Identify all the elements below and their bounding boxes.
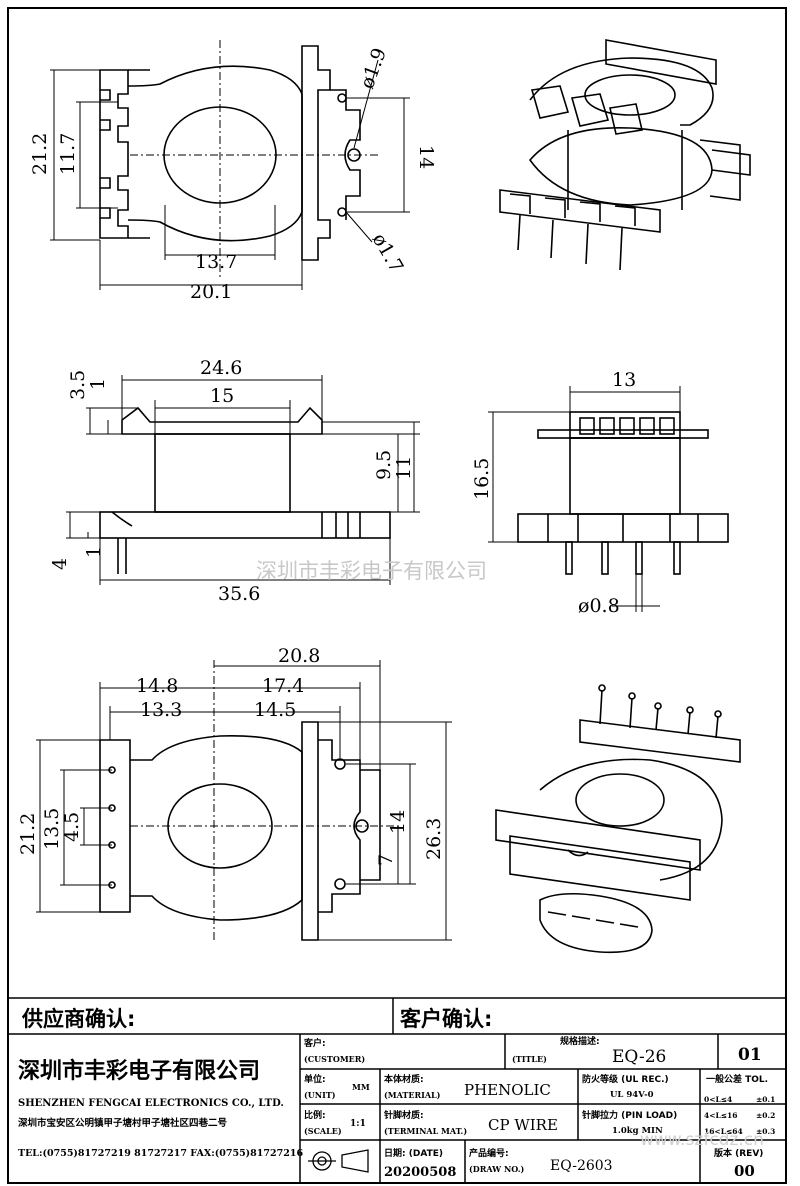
bottom-view	[99, 721, 381, 941]
flame-label: 防火等级 (UL REC.)	[582, 1073, 669, 1085]
supplier-confirm: 供应商确认:	[21, 1007, 135, 1031]
tol-value-2: ±0.2	[756, 1111, 775, 1120]
unit-label-en: (UNIT)	[304, 1090, 336, 1100]
dim-13-7: 13.7	[195, 251, 237, 273]
company-name-en: SHENZHEN FENGCAI ELECTRONICS CO., LTD.	[18, 1098, 284, 1109]
dim-7: 7	[375, 854, 397, 866]
drawing-frame	[7, 7, 787, 1184]
dim-1-top: 1	[87, 378, 109, 390]
customer-confirm: 客户确认:	[400, 1007, 492, 1031]
projection-symbol-icon	[308, 1149, 369, 1173]
dim-9-5: 9.5	[373, 450, 395, 480]
side-view-dims	[66, 375, 420, 585]
dim-24-6: 24.6	[200, 357, 242, 379]
dim-14-bottom: 14	[387, 810, 409, 834]
top-view	[99, 45, 361, 261]
scale-value: 1:1	[350, 1119, 366, 1129]
dim-14: 14	[415, 145, 437, 169]
front-view	[517, 411, 729, 575]
top-view-dims	[50, 40, 410, 290]
dim-3-5: 3.5	[67, 370, 89, 400]
rev-value: 00	[734, 1162, 755, 1180]
dim-26-3: 26.3	[423, 818, 445, 860]
scale-label-en: (SCALE)	[304, 1126, 342, 1136]
date-label: 日期: (DATE)	[384, 1147, 443, 1159]
drawno-label: 产品编号:	[469, 1147, 509, 1159]
dim-11-7: 11.7	[57, 133, 79, 175]
tolerance-label: 一般公差 TOL.	[706, 1073, 768, 1085]
dim-20-1: 20.1	[190, 281, 232, 303]
dim-dia-1-7: ø1.7	[368, 230, 408, 277]
dim-35-6: 35.6	[218, 583, 260, 605]
scale-label: 比例:	[304, 1109, 326, 1121]
unit-label: 单位:	[304, 1073, 326, 1085]
watermark: 深圳市丰彩电子有限公司	[256, 559, 487, 583]
company-name-cn: 深圳市丰彩电子有限公司	[18, 1058, 260, 1084]
dim-21-2-bottom: 21.2	[17, 813, 39, 855]
rev-label: 版本 (REV)	[713, 1147, 763, 1159]
pin-load-label: 针脚拉力 (PIN LOAD)	[582, 1109, 677, 1121]
dim-11: 11	[393, 456, 415, 480]
title-value: EQ-26	[612, 1047, 666, 1067]
customer-label-en: (CUSTOMER)	[304, 1054, 365, 1064]
dim-dia-1-9: ø1.9	[356, 45, 391, 92]
pin-load-value: 1.0kg MIN	[612, 1126, 663, 1136]
side-view	[99, 406, 391, 574]
company-phone-fax: TEL:(0755)81727219 81727217 FAX:(0755)81…	[18, 1148, 303, 1159]
front-view-dims	[488, 386, 681, 612]
dim-16-5: 16.5	[471, 458, 493, 500]
sheet-number: 01	[738, 1045, 762, 1065]
dim-15: 15	[210, 385, 234, 407]
title-label-en: (TITLE)	[512, 1054, 547, 1064]
tol-range-1: 0<L≤4	[704, 1095, 732, 1104]
title-block-grid	[8, 997, 786, 1183]
dim-13: 13	[612, 369, 636, 391]
material-label-en: (MATERIAL)	[384, 1090, 441, 1100]
drawno-value: EQ-2603	[550, 1158, 613, 1174]
iso-view-bottom	[495, 684, 741, 954]
terminal-label: 针脚材质:	[384, 1109, 424, 1121]
drawno-label-en: (DRAW NO.)	[469, 1164, 525, 1174]
dim-1-bottom: 1	[83, 546, 105, 558]
iso-view-top	[499, 39, 751, 271]
tol-range-2: 4<L≤16	[704, 1111, 738, 1120]
date-value: 20200508	[384, 1165, 456, 1180]
material-value: PHENOLIC	[464, 1081, 551, 1099]
tol-value-3: ±0.3	[756, 1127, 775, 1136]
dim-14-5: 14.5	[254, 699, 296, 721]
bottom-view-dims	[36, 660, 452, 941]
terminal-value: CP WIRE	[488, 1116, 558, 1134]
dim-13-5: 13.5	[41, 808, 63, 850]
site-watermark: www.szfcdz.cn	[640, 1130, 764, 1150]
dim-4-5: 4.5	[61, 812, 83, 842]
dim-20-8: 20.8	[278, 645, 320, 667]
dim-13-3: 13.3	[140, 699, 182, 721]
dim-17-4: 17.4	[262, 675, 304, 697]
tol-value-1: ±0.1	[756, 1095, 775, 1104]
dim-4: 4	[49, 558, 71, 570]
customer-label: 客户:	[303, 1037, 326, 1049]
tol-range-3: 16<L≤64	[704, 1127, 743, 1136]
company-address: 深圳市宝安区公明镇甲子塘村甲子塘社区四巷二号	[18, 1117, 228, 1129]
dim-14-8: 14.8	[136, 675, 178, 697]
spec-label: 规格描述:	[560, 1035, 600, 1047]
dim-dia-0-8: ø0.8	[578, 595, 620, 617]
unit-value: MM	[352, 1082, 370, 1092]
flame-value: UL 94V-0	[610, 1090, 654, 1100]
material-label: 本体材质:	[384, 1073, 424, 1085]
dim-21-2: 21.2	[29, 133, 51, 175]
terminal-label-en: (TERMINAL MAT.)	[384, 1126, 467, 1136]
